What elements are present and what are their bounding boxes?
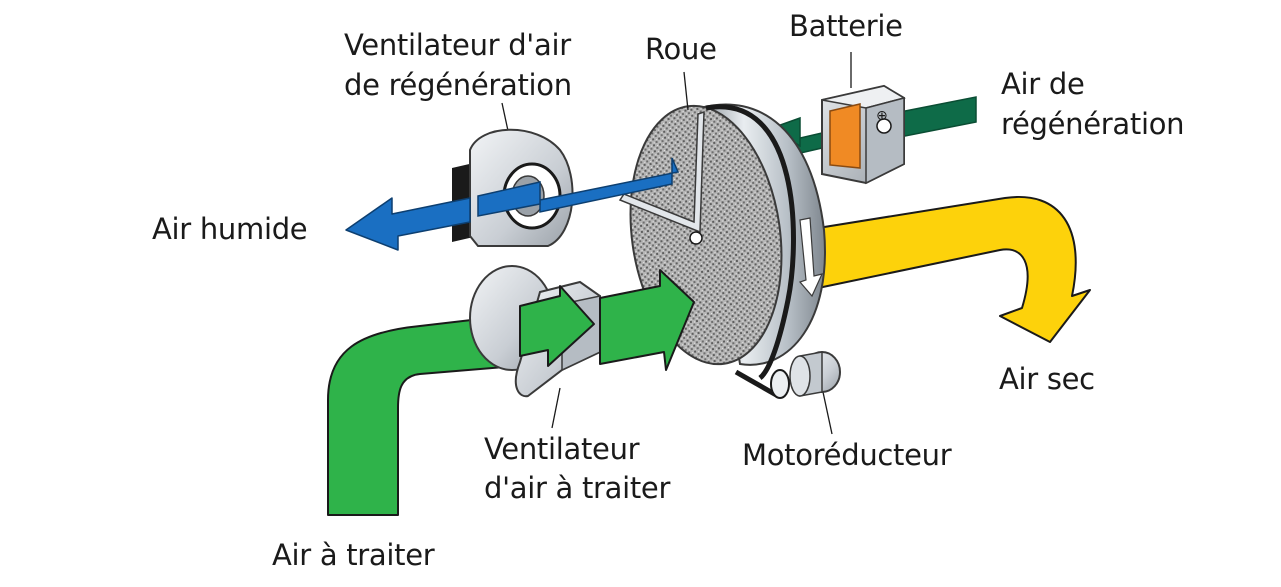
wheel-leader-line xyxy=(683,71,689,111)
dry-air-label: Air sec xyxy=(999,362,1095,396)
humid-air-arrow xyxy=(345,157,680,251)
process-fan-label-line2: d'air à traiter xyxy=(484,471,671,505)
dry-air-arrow xyxy=(817,195,1091,343)
battery-plus-symbol: ⊕ xyxy=(876,108,888,124)
regen-fan-label-line2: de régénération xyxy=(344,68,572,102)
battery-label: Batterie xyxy=(789,9,903,43)
gear-motor-label: Motoréducteur xyxy=(742,438,952,472)
process-air-label: Air à traiter xyxy=(272,538,435,572)
regen-fan-label-line1: Ventilateur d'air xyxy=(344,28,571,62)
process-air-arrow-head xyxy=(519,269,695,371)
process-air-arrow xyxy=(327,311,541,516)
humid-air-label: Air humide xyxy=(152,212,308,246)
regen-air-label-line2: régénération xyxy=(1001,107,1185,141)
wheel-label: Roue xyxy=(645,32,717,66)
regen-fan xyxy=(452,102,574,247)
process-fan-label-line1: Ventilateur xyxy=(484,432,640,466)
regen-air-label-line1: Air de xyxy=(1001,67,1085,101)
gear-motor xyxy=(770,351,841,435)
battery-heater xyxy=(821,52,906,185)
